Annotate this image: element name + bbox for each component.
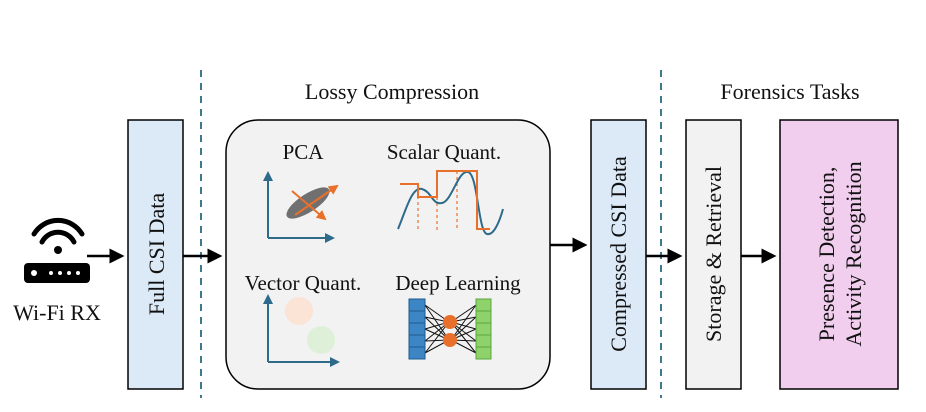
vector-quant-plot-icon bbox=[263, 294, 340, 367]
lossy-compression-header: Lossy Compression bbox=[305, 79, 479, 104]
forensics-task-block bbox=[779, 119, 899, 390]
scalar-quant-label: Scalar Quant. bbox=[387, 140, 501, 164]
storage-retrieval-block bbox=[685, 119, 742, 390]
scalar-quant-plot-icon bbox=[397, 170, 504, 236]
wifi-rx-label: Wi-Fi RX bbox=[13, 300, 101, 325]
full-csi-block bbox=[127, 119, 184, 390]
pca-plot-icon bbox=[263, 171, 339, 243]
pca-label: PCA bbox=[283, 140, 325, 164]
forensics-tasks-header: Forensics Tasks bbox=[720, 79, 859, 104]
compressed-csi-label: Compressed CSI Data bbox=[606, 156, 631, 352]
compressed-csi-block bbox=[590, 119, 647, 390]
vector-quant-label: Vector Quant. bbox=[245, 271, 362, 295]
storage-retrieval-label: Storage & Retrieval bbox=[701, 166, 726, 342]
neural-network-icon bbox=[408, 298, 492, 360]
full-csi-label: Full CSI Data bbox=[144, 193, 169, 315]
deep-learning-label: Deep Learning bbox=[395, 271, 521, 295]
presence-detection-label: Presence Detection, bbox=[814, 167, 839, 342]
activity-recognition-label: Activity Recognition bbox=[841, 161, 866, 346]
wifi-router-icon bbox=[24, 217, 90, 283]
